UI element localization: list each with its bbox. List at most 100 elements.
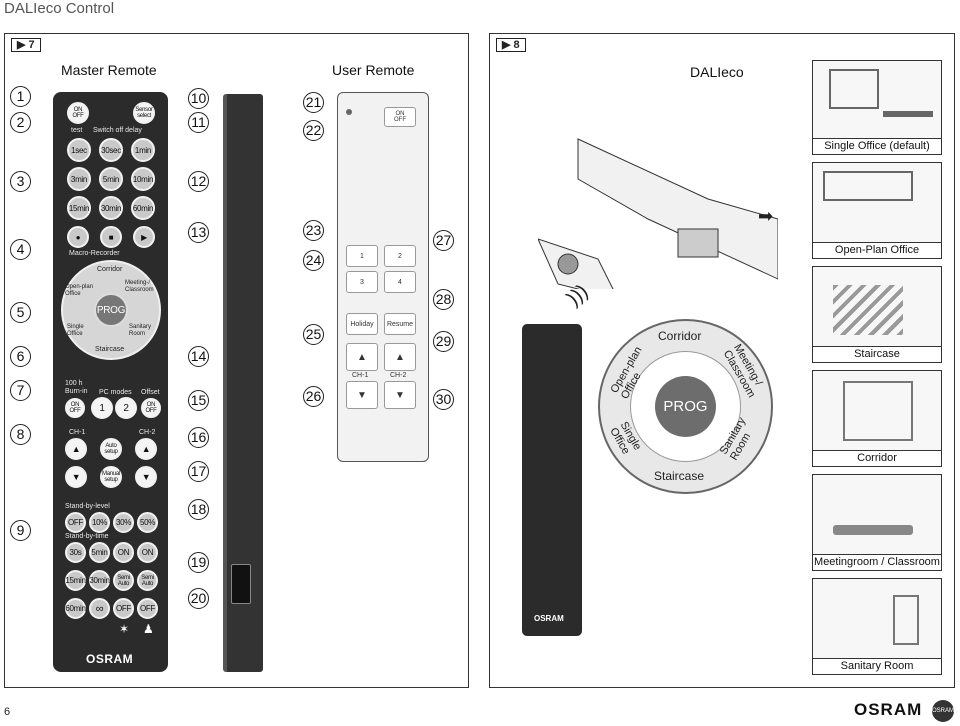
right-panel: ▶ 8 DALIeco ➡ ))) OSRAM PROG Corridor St…: [489, 33, 955, 688]
dial-corridor-label: Corridor: [97, 266, 123, 273]
standby-level-button[interactable]: 10%: [89, 512, 110, 533]
document-title: DALIeco Control: [4, 0, 115, 17]
callout-17: 17: [188, 461, 209, 482]
resume-button[interactable]: Resume: [384, 313, 416, 335]
callout-21: 21: [303, 92, 324, 113]
standby-time-label: Stand-by-time: [65, 533, 109, 540]
time-button[interactable]: 30min: [99, 196, 123, 220]
burn-in-on-off-button[interactable]: ON OFF: [65, 398, 85, 418]
mode-ch2-button[interactable]: ON: [137, 542, 158, 563]
time-button[interactable]: 10min: [131, 167, 155, 191]
user-button-4[interactable]: 4: [384, 271, 416, 293]
mode-ch1-button[interactable]: OFF: [113, 598, 134, 619]
user-ch2-down-button[interactable]: ▼: [384, 381, 416, 409]
pc-mode-1-button[interactable]: 1: [91, 397, 113, 419]
mode-ch1-button[interactable]: ON: [113, 542, 134, 563]
time-button[interactable]: 3min: [67, 167, 91, 191]
room-type-dial[interactable]: PROG Corridor Staircase Open-plan Office…: [61, 260, 161, 360]
footer-brand: OSRAM: [854, 700, 923, 719]
switch-off-delay-label: Switch off delay: [93, 127, 142, 134]
callout-23: 23: [303, 220, 324, 241]
standby-time-button[interactable]: 5min: [89, 542, 110, 563]
callout-19: 19: [188, 552, 209, 573]
pc-modes-label: PC modes: [99, 389, 132, 396]
standby-time-button[interactable]: 15min: [65, 570, 86, 591]
ch1-down-button[interactable]: ▼: [65, 466, 87, 488]
on-off-button[interactable]: ON OFF: [67, 102, 89, 124]
ch1-label: CH-1: [69, 429, 86, 436]
test-label: test: [71, 127, 83, 134]
person-icon: ♟: [143, 622, 154, 636]
user-button-2[interactable]: 2: [384, 245, 416, 267]
user-button-3[interactable]: 3: [346, 271, 378, 293]
standby-time-button[interactable]: 60min: [65, 598, 86, 619]
room-caption: Corridor: [813, 450, 941, 466]
auto-setup-button[interactable]: Auto setup: [100, 438, 122, 460]
time-button[interactable]: 15min: [67, 196, 91, 220]
standby-level-label: Stand-by-level: [65, 503, 110, 510]
user-ch1-down-button[interactable]: ▼: [346, 381, 378, 409]
holiday-button[interactable]: Holiday: [346, 313, 378, 335]
door-icon: [893, 595, 919, 645]
window-icon: [829, 69, 879, 109]
room-open-plan: Open-Plan Office: [812, 162, 942, 259]
callout-5: 5: [10, 302, 31, 323]
user-ch2-label: CH-2: [390, 372, 407, 379]
room-type-dial-large[interactable]: PROG Corridor Staircase Open-plan Office…: [598, 319, 773, 494]
stairs-icon: [833, 285, 903, 335]
offset-label: Offset: [141, 389, 160, 396]
standby-level-button[interactable]: 50%: [137, 512, 158, 533]
user-ch1-up-button[interactable]: ▲: [346, 343, 378, 371]
sensor-select-button[interactable]: Sensor select: [133, 102, 155, 124]
room-meeting: Meetingroom / Classroom: [812, 474, 942, 571]
window-icon: [823, 171, 913, 201]
mode-ch2-button[interactable]: Semi Auto: [137, 570, 158, 591]
record-icon[interactable]: ●: [67, 226, 89, 248]
standby-time-button[interactable]: ∞: [89, 598, 110, 619]
user-on-off-button[interactable]: ON OFF: [384, 107, 416, 127]
time-button[interactable]: 1sec: [67, 138, 91, 162]
callout-20: 20: [188, 588, 209, 609]
callout-22: 22: [303, 120, 324, 141]
light-icon: ✶: [119, 622, 130, 636]
room-single-office: Single Office (default): [812, 60, 942, 155]
time-button[interactable]: 1min: [131, 138, 155, 162]
standby-time-button[interactable]: 30s: [65, 542, 86, 563]
daliceco-title: DALIeco: [690, 64, 744, 80]
callout-25: 25: [303, 324, 324, 345]
ch2-down-button[interactable]: ▼: [135, 466, 157, 488]
prog-button[interactable]: PROG: [94, 293, 128, 327]
user-button-1[interactable]: 1: [346, 245, 378, 267]
pc-mode-2-button[interactable]: 2: [115, 397, 137, 419]
room-caption: Single Office (default): [813, 138, 941, 154]
ch2-up-button[interactable]: ▲: [135, 438, 157, 460]
master-remote: ON OFF Sensor select test Switch off del…: [53, 92, 168, 672]
time-button[interactable]: 5min: [99, 167, 123, 191]
page-tag-7: ▶ 7: [11, 38, 41, 52]
stop-icon[interactable]: ■: [100, 226, 122, 248]
master-remote-title: Master Remote: [61, 62, 157, 78]
osram-logo-icon: OSRAM: [932, 700, 954, 722]
dial-open-plan-label: Open-plan Office: [65, 284, 94, 297]
user-ch1-label: CH-1: [352, 372, 369, 379]
prog-button-large[interactable]: PROG: [655, 376, 716, 437]
dial-sanitary-label: Sanitary Room: [129, 324, 152, 337]
ch1-up-button[interactable]: ▲: [65, 438, 87, 460]
user-ch2-up-button[interactable]: ▲: [384, 343, 416, 371]
time-button[interactable]: 60min: [131, 196, 155, 220]
play-icon[interactable]: ▶: [133, 226, 155, 248]
time-button[interactable]: 30sec: [99, 138, 123, 162]
callout-30: 30: [433, 389, 454, 410]
callout-3: 3: [10, 171, 31, 192]
standby-level-button[interactable]: OFF: [65, 512, 86, 533]
offset-on-off-button[interactable]: ON OFF: [141, 398, 161, 418]
dial-meeting-label: Meeting-/ Classroom: [125, 280, 154, 293]
mode-ch2-button[interactable]: OFF: [137, 598, 158, 619]
standby-time-button[interactable]: 30min: [89, 570, 110, 591]
room-caption: Meetingroom / Classroom: [813, 554, 941, 570]
callout-11: 11: [188, 112, 209, 133]
mode-ch1-button[interactable]: Semi Auto: [113, 570, 134, 591]
standby-level-button[interactable]: 30%: [113, 512, 134, 533]
user-remote-title: User Remote: [332, 62, 415, 78]
manual-setup-button[interactable]: Manual setup: [100, 466, 122, 488]
